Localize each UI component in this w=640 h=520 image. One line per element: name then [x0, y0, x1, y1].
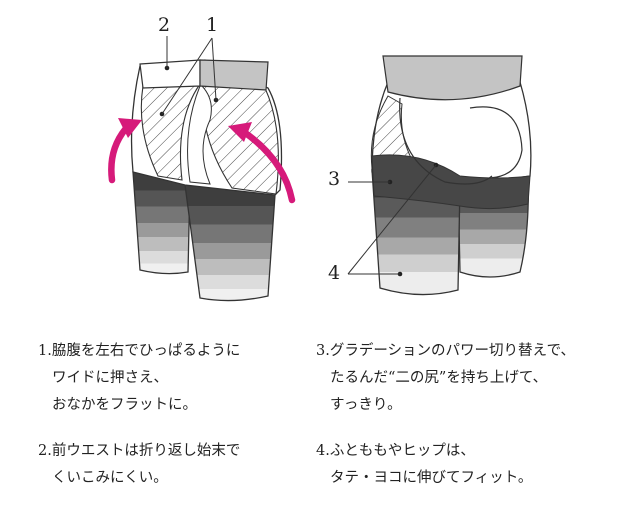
- front-waistband-fold: [139, 59, 201, 89]
- left-arrow-head-icon: [118, 118, 142, 138]
- callout-4: 4: [328, 262, 341, 284]
- right-arrow-head-icon: [228, 122, 252, 142]
- left-stretch-arrow: [108, 122, 132, 184]
- note-3-line-1: グラデーションのパワー切り替えで、: [329, 343, 576, 359]
- back-view: [347, 55, 532, 296]
- callout-3: 3: [328, 168, 341, 190]
- note-2-line-2: くいこみにくい。: [52, 470, 168, 486]
- front-waistband-gray: [199, 59, 269, 91]
- note-2: 2.前ウエストは折り返し始末で くいこみにくい。: [38, 438, 240, 492]
- back-left-buttock-curve: [399, 97, 493, 185]
- garment-diagram: [108, 36, 532, 302]
- front-leader-1a: [161, 37, 213, 115]
- front-center-panel: [187, 85, 212, 185]
- note-3-line-2: たるんだ“二の尻”を持ち上げて、: [330, 370, 548, 386]
- note-3: 3.グラデーションのパワー切り替えで、 たるんだ“二の尻”を持ち上げて、 すっき…: [316, 338, 575, 419]
- note-4-number: 4.: [316, 443, 330, 459]
- note-4-line-2: タテ・ヨコに伸びてフィット。: [330, 470, 533, 486]
- right-stretch-arrow: [240, 128, 296, 204]
- front-right-leg: [184, 184, 276, 302]
- note-1: 1.脇腹を左右でひっぱるように ワイドに押さえ、 おなかをフラットに。: [38, 338, 240, 419]
- front-left-hatch-panel: [140, 83, 202, 181]
- note-1-line-1: 脇腹を左右でひっぱるように: [51, 343, 241, 359]
- front-leader-1b: [211, 37, 217, 101]
- note-4: 4.ふとももやヒップは、 タテ・ヨコに伸びてフィット。: [316, 438, 532, 492]
- note-3-line-3: すっきり。: [330, 397, 402, 413]
- note-1-number: 1.: [38, 343, 52, 359]
- note-2-number: 2.: [38, 443, 52, 459]
- back-right-buttock-curve: [469, 106, 523, 179]
- back-leader-4a: [347, 164, 437, 275]
- front-view: [108, 36, 296, 302]
- note-1-line-2: ワイドに押さえ、: [52, 370, 168, 386]
- note-3-number: 3.: [316, 343, 330, 359]
- note-4-line-1: ふとももやヒップは、: [329, 443, 475, 459]
- front-left-leg: [132, 171, 191, 275]
- callout-1: 1: [206, 14, 219, 36]
- note-2-line-1: 前ウエストは折り返し始末で: [51, 443, 241, 459]
- back-waistband: [382, 55, 523, 101]
- note-1-line-3: おなかをフラットに。: [52, 397, 197, 413]
- callout-2: 2: [158, 14, 171, 36]
